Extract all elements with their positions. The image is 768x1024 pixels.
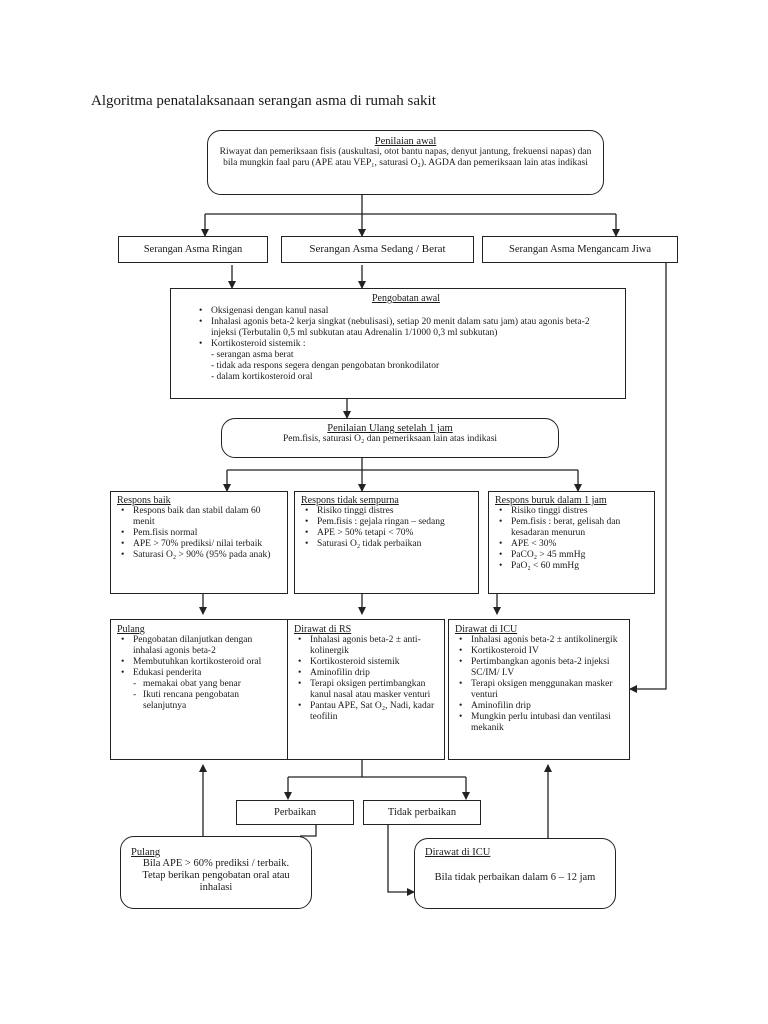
list-item: Oksigenasi dengan kanul nasal (195, 306, 617, 317)
disposition-home-box: Pulang Pengobatan dilanjutkan dengan inh… (110, 619, 288, 760)
response-good-list: Respons baik dan stabil dalam 60 menit P… (117, 506, 281, 561)
response-poor-box: Respons buruk dalam 1 jam Risiko tinggi … (488, 491, 655, 594)
disposition-home-heading: Pulang (117, 624, 145, 635)
list-item: Edukasi penderita (117, 668, 281, 679)
final-icu-heading: Dirawat di ICU (425, 847, 491, 858)
disposition-icu-box: Dirawat di ICU Inhalasi agonis beta-2 ± … (448, 619, 630, 760)
list-item: Terapi oksigen menggunakan masker ventur… (455, 679, 623, 701)
list-item: Respons baik dan stabil dalam 60 menit (117, 506, 281, 528)
response-good-heading: Respons baik (117, 495, 171, 506)
reassessment-box: Penilaian Ulang setelah 1 jam Pem.fisis,… (221, 418, 559, 458)
list-item: Inhalasi agonis beta-2 ± anti-kolinergik (294, 635, 438, 657)
list-item: Kortikosteroid sistemik (294, 657, 438, 668)
list-item: Pem.fisis normal (117, 528, 281, 539)
response-partial-heading: Respons tidak sempurna (301, 495, 399, 506)
list-item: Saturasi O₂ > 90% (95% pada anak) (117, 550, 281, 561)
category-life-threatening: Serangan Asma Mengancam Jiwa (482, 236, 678, 263)
response-poor-list: Risiko tinggi distres Pem.fisis : berat,… (495, 506, 648, 572)
list-item: APE < 30% (495, 539, 648, 550)
list-item: Aminofilin drip (455, 701, 623, 712)
list-item: Inhalasi agonis beta-2 ± antikolinergik (455, 635, 623, 646)
list-item: PaO₂ < 60 mmHg (495, 561, 648, 572)
disposition-hospital-box: Dirawat di RS Inhalasi agonis beta-2 ± a… (287, 619, 445, 760)
list-item: Pem.fisis : gejala ringan – sedang (301, 517, 472, 528)
list-item: Pantau APE, Sat O₂, Nadi, kadar teofilin (294, 701, 438, 723)
initial-assessment-box: Penilaian awal Riwayat dan pemeriksaan f… (207, 130, 604, 195)
final-icu-line-1: Bila tidak perbaikan dalam 6 – 12 jam (434, 872, 596, 883)
disposition-home-list: Pengobatan dilanjutkan dengan inhalasi a… (117, 635, 281, 712)
initial-assessment-heading: Penilaian awal (374, 136, 437, 147)
outcome-not-improved: Tidak perbaikan (363, 800, 481, 825)
list-item: Pengobatan dilanjutkan dengan inhalasi a… (117, 635, 281, 657)
outcome-improved: Perbaikan (236, 800, 354, 825)
response-partial-box: Respons tidak sempurna Risiko tinggi dis… (294, 491, 479, 594)
disposition-icu-heading: Dirawat di ICU (455, 624, 518, 635)
final-home-line-1: Bila APE > 60% prediksi / terbaik. (142, 858, 290, 869)
list-item: - serangan asma berat (211, 350, 294, 360)
page-title: Algoritma penatalaksanaan serangan asma … (91, 93, 436, 109)
final-icu-box: Dirawat di ICU Bila tidak perbaikan dala… (414, 838, 616, 909)
disposition-hospital-heading: Dirawat di RS (294, 624, 352, 635)
list-item: Pertimbangkan agonis beta-2 injeksi SC/I… (455, 657, 623, 679)
final-home-line-2: Tetap berikan pengobatan oral atau inhal… (142, 870, 290, 893)
list-item: APE > 50% tetapi < 70% (301, 528, 472, 539)
response-good-box: Respons baik Respons baik dan stabil dal… (110, 491, 288, 594)
list-item: APE > 70% prediksi/ nilai terbaik (117, 539, 281, 550)
category-moderate-severe: Serangan Asma Sedang / Berat (281, 236, 474, 263)
list-item: memakai obat yang benar (117, 679, 281, 690)
list-item: Saturasi O₂ tidak perbaikan (301, 539, 472, 550)
initial-treatment-box: Pengobatan awal Oksigenasi dengan kanul … (170, 288, 626, 399)
response-poor-heading: Respons buruk dalam 1 jam (495, 495, 607, 506)
steroid-indication-list: - serangan asma berat - tidak ada respon… (195, 350, 617, 383)
initial-assessment-text: Riwayat dan pemeriksaan fisis (auskultas… (219, 147, 592, 168)
list-item: Kortikosteroid IV (455, 646, 623, 657)
reassessment-heading: Penilaian Ulang setelah 1 jam (327, 423, 453, 434)
reassessment-text: Pem.fisis, saturasi O₂ dan pemeriksaan l… (282, 434, 498, 444)
list-item: Inhalasi agonis beta-2 kerja singkat (ne… (195, 317, 617, 339)
list-item: Kortikosteroid sistemik : (195, 339, 617, 350)
final-home-heading: Pulang (131, 847, 161, 858)
list-item: Ikuti rencana pengobatan selanjutnya (117, 690, 281, 712)
list-item: PaCO₂ > 45 mmHg (495, 550, 648, 561)
list-item: - dalam kortikosteroid oral (211, 372, 313, 382)
list-item: Risiko tinggi distres (495, 506, 648, 517)
initial-treatment-list: Oksigenasi dengan kanul nasal Inhalasi a… (195, 306, 617, 350)
list-item: Membutuhkan kortikosteroid oral (117, 657, 281, 668)
final-home-box: Pulang Bila APE > 60% prediksi / terbaik… (120, 836, 312, 909)
category-mild: Serangan Asma Ringan (118, 236, 268, 263)
response-partial-list: Risiko tinggi distres Pem.fisis : gejala… (301, 506, 472, 550)
list-item: Terapi oksigen pertimbangkan kanul nasal… (294, 679, 438, 701)
list-item: Risiko tinggi distres (301, 506, 472, 517)
list-item: Pem.fisis : berat, gelisah dan kesadaran… (495, 517, 648, 539)
initial-treatment-heading: Pengobatan awal (371, 293, 441, 304)
list-item: - tidak ada respons segera dengan pengob… (211, 361, 440, 371)
list-item: Aminofilin drip (294, 668, 438, 679)
list-item: Mungkin perlu intubasi dan ventilasi mek… (455, 712, 623, 734)
disposition-icu-list: Inhalasi agonis beta-2 ± antikolinergik … (455, 635, 623, 734)
disposition-hospital-list: Inhalasi agonis beta-2 ± anti-kolinergik… (294, 635, 438, 723)
